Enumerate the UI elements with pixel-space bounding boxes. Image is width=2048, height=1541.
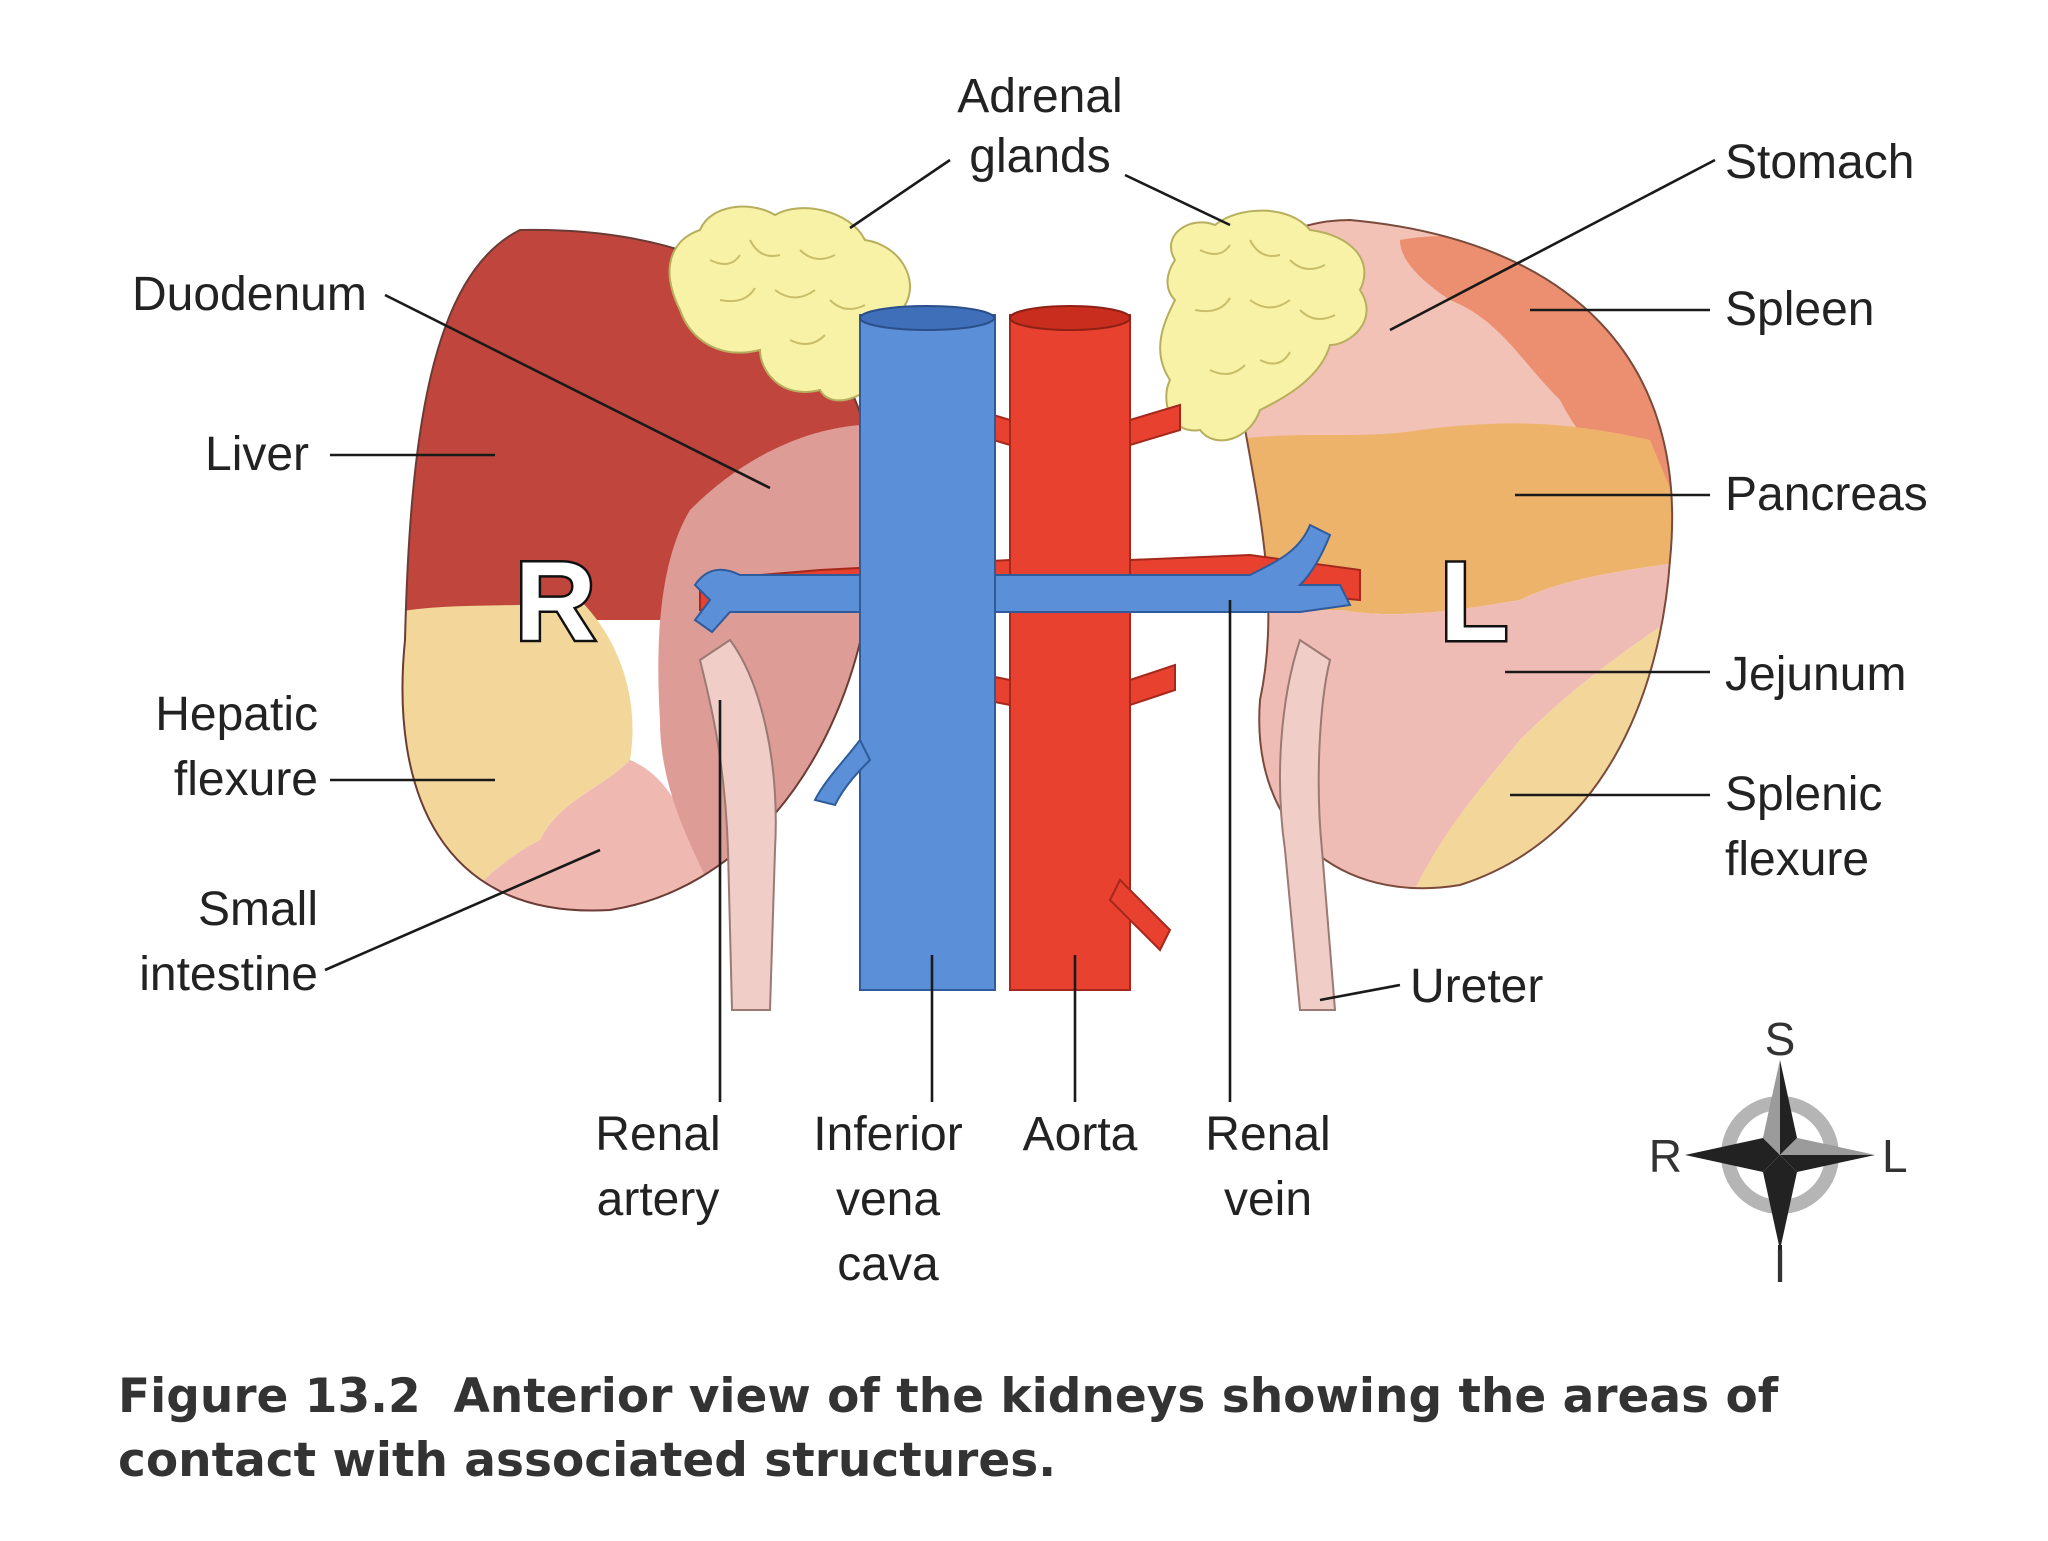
left-kidney bbox=[1159, 209, 1674, 1011]
left-side-marker: L bbox=[1440, 539, 1508, 664]
svg-text:Splenic: Splenic bbox=[1725, 768, 1882, 821]
svg-text:Adrenal: Adrenal bbox=[957, 70, 1122, 123]
svg-text:Hepatic: Hepatic bbox=[155, 688, 318, 741]
leader-lines bbox=[324, 158, 1716, 1102]
compass-superior: S bbox=[1765, 1013, 1796, 1065]
svg-text:Renal: Renal bbox=[1205, 1108, 1330, 1161]
left-ureter bbox=[1279, 638, 1337, 1011]
svg-text:vena: vena bbox=[836, 1173, 940, 1226]
renal-artery-label: Renal artery bbox=[595, 1108, 720, 1226]
ureter-label: Ureter bbox=[1410, 960, 1543, 1013]
spleen-label: Spleen bbox=[1725, 283, 1874, 336]
caption-text: Anterior view of the kidneys showing the… bbox=[118, 1369, 1779, 1488]
right-side-marker: R bbox=[515, 539, 596, 664]
liver-label: Liver bbox=[205, 428, 309, 481]
svg-text:flexure: flexure bbox=[174, 753, 318, 806]
renal-veins bbox=[693, 523, 1352, 634]
aorta bbox=[959, 305, 1181, 991]
pancreas-region bbox=[1230, 423, 1673, 615]
svg-text:glands: glands bbox=[969, 130, 1110, 183]
svg-text:Inferior: Inferior bbox=[813, 1108, 962, 1161]
svg-text:intestine: intestine bbox=[139, 948, 318, 1001]
svg-text:flexure: flexure bbox=[1725, 833, 1869, 886]
compass-left: L bbox=[1882, 1130, 1908, 1182]
compass-inferior: I bbox=[1774, 1240, 1787, 1292]
small-intestine-label: Small intestine bbox=[139, 883, 318, 1001]
splenic-flexure-label: Splenic flexure bbox=[1725, 768, 1882, 886]
compass-rose-icon: S I R L bbox=[1649, 1013, 1908, 1292]
svg-text:artery: artery bbox=[597, 1173, 720, 1226]
svg-text:Renal: Renal bbox=[595, 1108, 720, 1161]
duodenum-label: Duodenum bbox=[132, 268, 367, 321]
small-intestine-region bbox=[440, 760, 720, 911]
compass-right: R bbox=[1649, 1130, 1682, 1182]
figure-number: Figure 13.2 bbox=[118, 1369, 421, 1424]
pancreas-label: Pancreas bbox=[1725, 468, 1928, 521]
right-adrenal-gland bbox=[668, 205, 914, 402]
right-kidney bbox=[401, 205, 914, 1011]
svg-text:vein: vein bbox=[1224, 1173, 1312, 1226]
svg-text:cava: cava bbox=[837, 1238, 939, 1291]
jejunum-region bbox=[1230, 560, 1673, 889]
stomach-label: Stomach bbox=[1725, 136, 1914, 189]
figure-caption: Figure 13.2 Anterior view of the kidneys… bbox=[118, 1365, 1948, 1493]
aorta-label: Aorta bbox=[1023, 1108, 1138, 1161]
inferior-vena-cava-label: Inferior vena cava bbox=[813, 1108, 962, 1291]
adrenal-glands-label: Adrenal glands bbox=[957, 70, 1122, 183]
hepatic-flexure-label: Hepatic flexure bbox=[155, 688, 318, 806]
inferior-vena-cava bbox=[813, 305, 996, 991]
svg-text:Small: Small bbox=[198, 883, 318, 936]
jejunum-label: Jejunum bbox=[1725, 648, 1906, 701]
renal-vein-label: Renal vein bbox=[1205, 1108, 1330, 1226]
